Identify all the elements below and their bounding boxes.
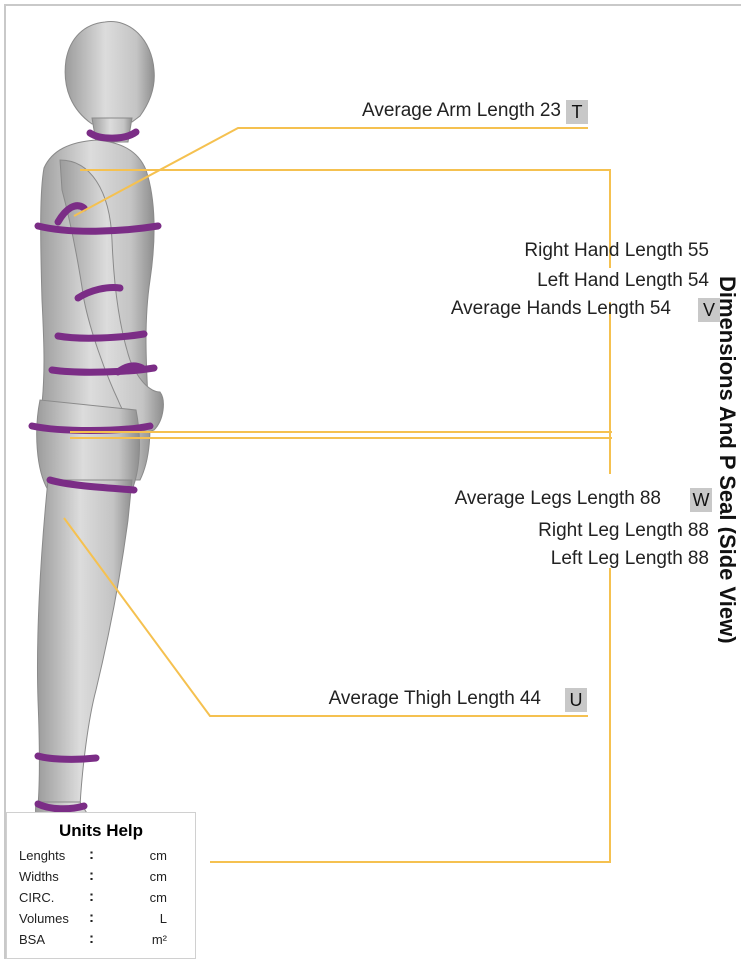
units-row-circ: CIRC. : cm: [7, 887, 195, 908]
units-row-name: BSA: [19, 932, 45, 947]
units-row-separator: :: [89, 930, 94, 947]
units-row-name: Lenghts: [19, 848, 65, 863]
units-help-title: Units Help: [7, 821, 195, 841]
units-row-separator: :: [89, 909, 94, 926]
units-help-panel: Units Help Lenghts : cm Widths : cm CIRC…: [6, 812, 196, 959]
units-row-name: CIRC.: [19, 890, 54, 905]
units-row-volumes: Volumes : L: [7, 908, 195, 929]
units-row-unit: m²: [152, 932, 167, 947]
units-row-separator: :: [89, 888, 94, 905]
units-row-unit: cm: [150, 869, 167, 884]
arm-badge: T: [566, 100, 588, 124]
units-row-name: Widths: [19, 869, 59, 884]
units-row-lengths: Lenghts : cm: [7, 845, 195, 866]
units-row-name: Volumes: [19, 911, 69, 926]
units-row-separator: :: [89, 846, 94, 863]
units-row-separator: :: [89, 867, 94, 884]
side-view-title: Dimensions And P Seal (Side View): [718, 276, 740, 696]
thigh-badge: U: [565, 688, 587, 712]
legs-badge: W: [690, 488, 712, 512]
thigh-leader-line: [64, 518, 588, 716]
units-row-widths: Widths : cm: [7, 866, 195, 887]
units-row-unit: L: [160, 911, 167, 926]
hands-badge: V: [698, 298, 720, 322]
units-row-unit: cm: [150, 890, 167, 905]
units-row-unit: cm: [150, 848, 167, 863]
units-row-bsa: BSA : m²: [7, 929, 195, 950]
